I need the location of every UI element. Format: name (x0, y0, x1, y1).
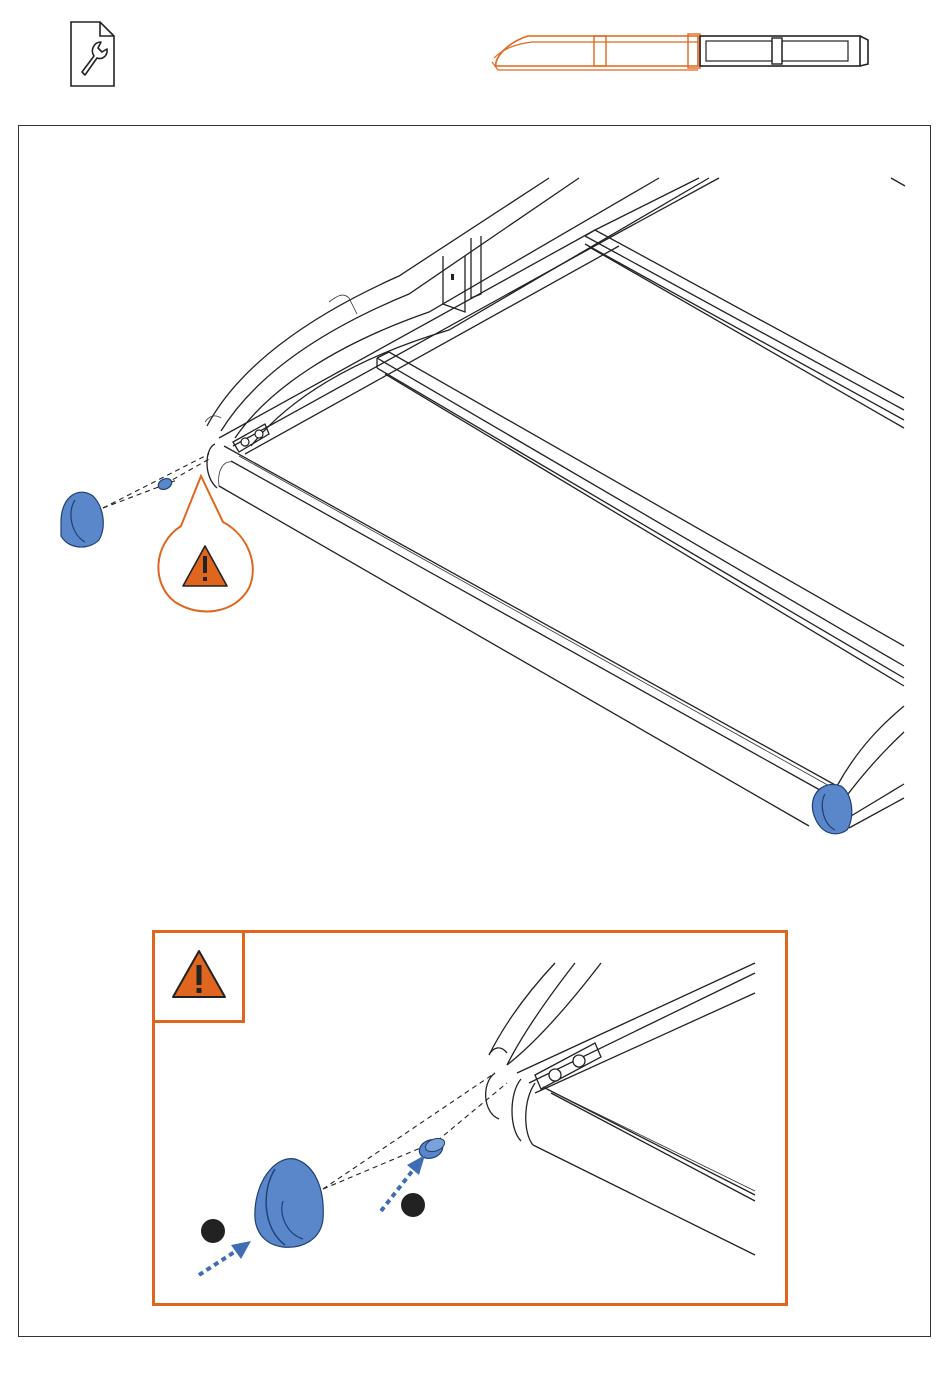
detail-rails (489, 963, 755, 1093)
left-end-cap (61, 492, 103, 547)
detail-box (152, 930, 788, 1306)
assembly-guide-lines (103, 454, 211, 508)
treadmill-overview-icon (488, 28, 872, 74)
side-rail (205, 178, 709, 446)
detail-roller (486, 1073, 755, 1255)
step-marker-2 (401, 1193, 425, 1217)
service-document-icon (68, 20, 118, 88)
plug-part (157, 477, 174, 492)
detail-end-cap (255, 1159, 323, 1248)
warning-callout (158, 476, 252, 611)
right-end-cap (812, 784, 851, 833)
step-marker-1 (201, 1219, 225, 1243)
cross-member-1 (377, 352, 904, 686)
front-roller (207, 444, 837, 826)
detail-arrow-cap (199, 1241, 251, 1275)
bracket-bolts (233, 424, 269, 452)
cross-member-2 (585, 230, 904, 428)
side-frame-rail (219, 178, 719, 454)
